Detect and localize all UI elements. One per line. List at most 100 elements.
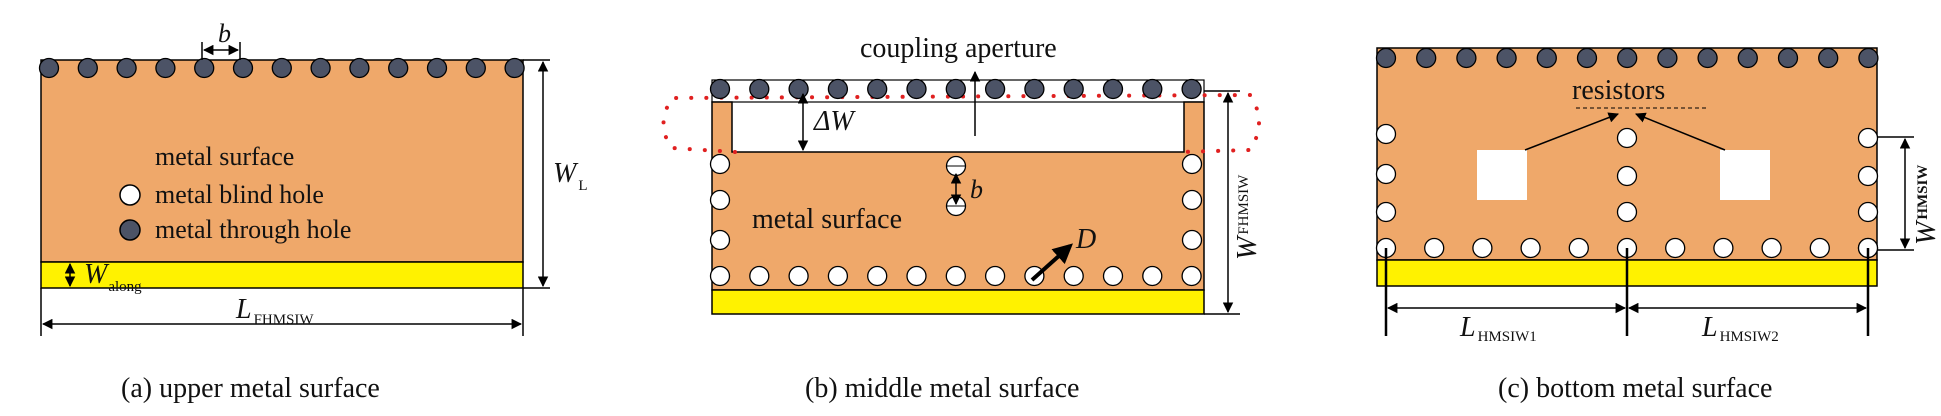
resistor-left	[1477, 150, 1527, 200]
dim-l-hmsiw	[1384, 248, 1870, 336]
through-hole	[155, 57, 176, 79]
blind-hole	[1181, 229, 1203, 251]
through-hole	[116, 57, 137, 79]
blind-hole	[1181, 265, 1202, 287]
through-hole	[984, 78, 1006, 100]
through-hole	[77, 57, 98, 79]
through-hole	[1181, 78, 1202, 100]
through-hole	[827, 78, 849, 100]
blind-hole	[1761, 237, 1782, 259]
blind-hole	[1375, 201, 1397, 223]
blind-hole	[709, 229, 731, 251]
blind-hole	[1857, 165, 1879, 187]
dim-walong-label: Walong	[84, 259, 142, 295]
blind-hole	[709, 153, 731, 175]
blind-hole	[1472, 237, 1493, 259]
through-hole	[1617, 47, 1638, 69]
resistors-label: resistors	[1572, 75, 1665, 106]
blind-hole	[945, 265, 966, 287]
caption-middle: (b) middle metal surface	[805, 373, 1079, 404]
through-hole	[426, 57, 448, 79]
blind-hole	[1809, 237, 1830, 259]
blind-hole	[1063, 265, 1084, 287]
bottom-through-holes	[1375, 47, 1879, 69]
blind-hole	[709, 265, 731, 287]
through-hole	[1818, 47, 1839, 69]
resistor-right	[1720, 150, 1770, 200]
blind-hole	[1857, 127, 1879, 149]
dim-wfhmsiw	[1204, 90, 1240, 315]
blind-hole	[1142, 265, 1163, 287]
upper-strip	[40, 261, 524, 289]
legend-blind-hole-icon	[119, 184, 141, 206]
caption-bottom: (c) bottom metal surface	[1498, 373, 1772, 404]
caption-upper: (a) upper metal surface	[121, 373, 380, 404]
middle-surface-label: metal surface	[752, 204, 902, 235]
blind-hole	[788, 265, 809, 287]
resistor-arrow-right	[1635, 112, 1726, 151]
dim-d-arrow	[1030, 243, 1073, 282]
through-hole	[232, 57, 254, 79]
dim-whmsiw-label: WHMSIW	[1911, 165, 1941, 245]
dim-d-label: D	[1075, 224, 1096, 255]
blind-hole	[1713, 237, 1734, 259]
blind-hole	[749, 265, 770, 287]
coupling-aperture-label: coupling aperture	[860, 33, 1057, 64]
dim-whmsiw	[1877, 136, 1914, 251]
blind-hole	[1616, 201, 1638, 223]
through-hole	[1697, 47, 1718, 69]
through-hole	[1416, 47, 1437, 69]
blind-hole	[1375, 163, 1397, 185]
through-hole	[1102, 78, 1124, 100]
through-hole	[1024, 78, 1045, 100]
blind-hole	[1568, 237, 1589, 259]
upper-through-holes	[38, 57, 525, 79]
blind-hole	[1665, 237, 1686, 259]
through-hole	[194, 57, 215, 79]
blind-hole	[1520, 237, 1541, 259]
through-hole	[1456, 47, 1477, 69]
middle-blind-holes	[709, 153, 1203, 287]
bottom-blind-holes	[1375, 123, 1879, 259]
middle-substrate	[711, 101, 1205, 291]
through-hole	[504, 57, 525, 79]
blind-hole	[1102, 265, 1124, 287]
through-hole	[867, 78, 888, 100]
through-hole	[906, 78, 927, 100]
blind-hole	[1424, 237, 1445, 259]
blind-hole	[1375, 123, 1397, 145]
blind-hole	[867, 265, 888, 287]
through-hole	[1657, 47, 1678, 69]
blind-hole	[827, 265, 849, 287]
coupling-aperture-outline	[661, 92, 1261, 154]
through-hole	[1737, 47, 1758, 69]
dim-b-upper	[201, 42, 241, 60]
through-hole	[945, 78, 966, 100]
blind-hole	[1857, 201, 1879, 223]
legend-through-hole: metal through hole	[155, 215, 351, 244]
dim-b-middle-label: b	[970, 175, 983, 204]
through-hole	[310, 57, 331, 79]
dim-delta-w-label: ΔW	[813, 106, 856, 137]
through-hole	[38, 57, 60, 79]
through-hole	[1536, 47, 1557, 69]
through-hole	[1777, 47, 1799, 69]
through-hole	[1375, 47, 1397, 69]
dim-b-upper-label: b	[218, 19, 231, 48]
bottom-substrate	[1376, 47, 1878, 261]
through-hole	[1496, 47, 1517, 69]
legend-blind-hole: metal blind hole	[155, 180, 324, 209]
legend-metal-surface: metal surface	[155, 142, 294, 171]
through-hole	[388, 57, 409, 79]
middle-through-holes	[709, 78, 1202, 100]
through-hole	[271, 57, 292, 79]
through-hole	[788, 78, 809, 100]
blind-hole	[984, 265, 1006, 287]
through-hole	[465, 57, 486, 79]
